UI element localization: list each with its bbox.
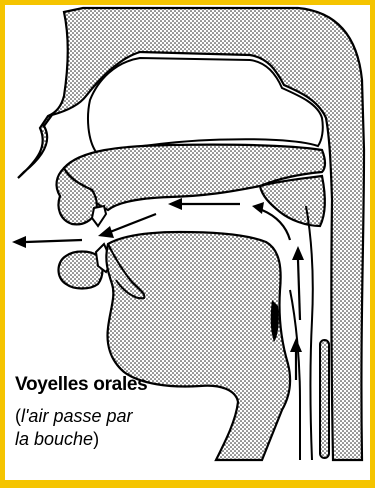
esophagus [320, 340, 329, 458]
diagram-caption: Voyelles orales (l'air passe par la bouc… [15, 374, 147, 451]
note-line-1: l'air passe par [21, 406, 133, 426]
velum [260, 176, 325, 226]
caption-title: Voyelles orales [15, 374, 147, 396]
pharynx-wall [306, 206, 313, 460]
upper-teeth [92, 206, 106, 226]
caption-note: (l'air passe par la bouche) [15, 405, 147, 451]
note-close-paren: ) [93, 429, 99, 449]
note-line-2: la bouche [15, 429, 93, 449]
